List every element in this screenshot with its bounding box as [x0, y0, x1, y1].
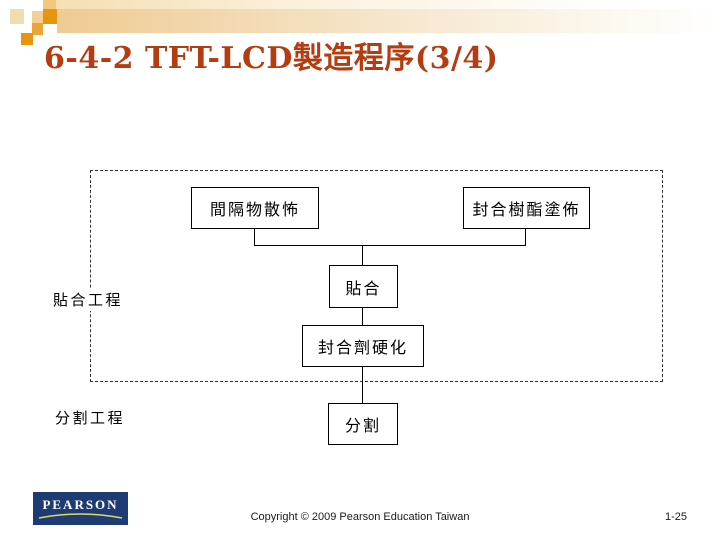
connector-line	[362, 365, 363, 403]
pearson-logo: PEARSON	[33, 492, 128, 525]
logo-swoosh-icon	[38, 513, 123, 519]
decoration-square	[32, 11, 43, 23]
flow-box-spacer-spread: 間隔物散怖	[191, 187, 319, 229]
logo-wordmark: PEARSON	[42, 497, 119, 512]
flow-box-sealant-resin-coating: 封合樹酯塗佈	[463, 187, 590, 229]
header-gradient-band-thin	[55, 0, 720, 9]
decoration-square	[43, 0, 56, 9]
slide-title: 6-4-2 TFT-LCD製造程序(3/4)	[44, 41, 499, 76]
decoration-square	[32, 23, 43, 35]
connector-line	[362, 245, 363, 265]
side-label-cutting-process: 分割工程	[52, 406, 129, 429]
header-gradient-band	[57, 9, 720, 33]
process-group-frame	[90, 170, 663, 382]
flow-box-cutting: 分割	[328, 403, 398, 445]
decoration-square	[21, 33, 33, 45]
decoration-square	[43, 9, 57, 24]
flow-box-lamination: 貼合	[329, 265, 398, 308]
connector-line	[362, 306, 363, 325]
connector-line	[525, 227, 526, 246]
connector-line	[254, 227, 255, 246]
flow-box-sealant-curing: 封合劑硬化	[302, 325, 424, 367]
page-number: 1-25	[664, 511, 687, 523]
connector-line	[254, 245, 526, 246]
copyright-text: Copyright © 2009 Pearson Education Taiwa…	[250, 511, 470, 523]
side-label-lamination-process: 貼合工程	[50, 288, 127, 311]
decoration-square	[10, 9, 24, 24]
